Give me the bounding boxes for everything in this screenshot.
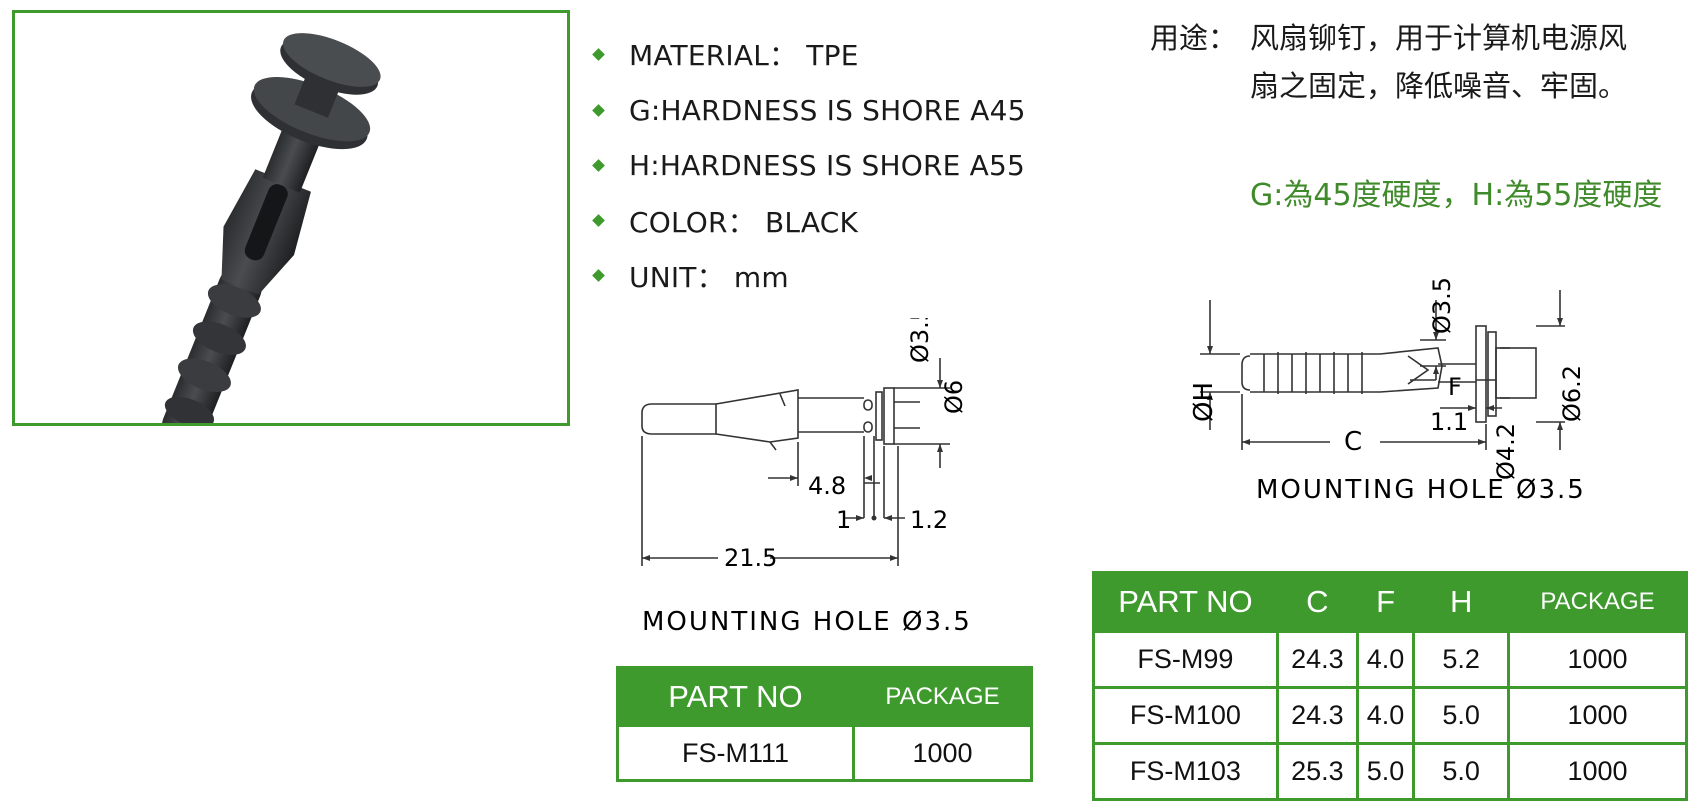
- col-header-f: F: [1355, 571, 1416, 633]
- spec-hardness-g: G:HARDNESS IS SHORE A45: [629, 93, 1026, 127]
- product-photo-frame: [12, 10, 570, 426]
- cell-f: 4.0: [1355, 630, 1416, 689]
- spec-item: COLOR： BLACK: [592, 193, 1026, 248]
- spec-color: COLOR： BLACK: [629, 205, 859, 239]
- col-header-package: PACKAGE: [1507, 571, 1688, 633]
- table-row: FS-M100 24.3 4.0 5.0 1000: [1092, 686, 1688, 745]
- usage-label: 用途：: [1150, 21, 1238, 55]
- mounting-hole-caption: MOUNTING HOLE Ø3.5: [1256, 475, 1586, 505]
- spec-item: H:HARDNESS IS SHORE A55: [592, 138, 1026, 193]
- cell-h: 5.0: [1412, 742, 1511, 801]
- cell-part-no: FS-M100: [1092, 686, 1279, 745]
- spec-unit: UNIT： mm: [629, 260, 789, 294]
- usage-line-1: 风扇铆钉，用于计算机电源风: [1250, 21, 1628, 55]
- cell-part-no: FS-M111: [616, 724, 855, 782]
- diamond-bullet-icon: [592, 159, 605, 172]
- diamond-bullet-icon: [592, 269, 605, 282]
- spec-list: MATERIAL： TPE G:HARDNESS IS SHORE A45 H:…: [592, 26, 1026, 303]
- cell-package: 1000: [1507, 630, 1688, 689]
- cell-h: 5.0: [1412, 686, 1511, 745]
- spec-item: G:HARDNESS IS SHORE A45: [592, 82, 1026, 138]
- col-header-part-no: PART NO: [1092, 571, 1279, 633]
- dim-d35: Ø3.5: [906, 318, 934, 363]
- cell-f: 4.0: [1355, 686, 1416, 745]
- dim-d62: Ø6.2: [1558, 365, 1586, 422]
- diamond-bullet-icon: [592, 47, 605, 61]
- rivet-photo: [161, 33, 381, 423]
- cell-c: 25.3: [1275, 742, 1359, 801]
- spec-material: MATERIAL： TPE: [629, 39, 859, 72]
- spec-hardness-h: H:HARDNESS IS SHORE A55: [629, 149, 1026, 182]
- dim-21-5: 21.5: [724, 544, 777, 572]
- col-header-c: C: [1275, 571, 1359, 633]
- diamond-bullet-icon: [592, 214, 605, 227]
- cell-package: 1000: [851, 724, 1034, 782]
- diamond-bullet-icon: [592, 103, 605, 117]
- col-header-h: H: [1412, 571, 1511, 633]
- table-row: FS-M111 1000: [616, 724, 1034, 782]
- dim-d6: Ø6: [940, 380, 968, 414]
- cell-c: 24.3: [1275, 686, 1359, 745]
- dim-1: 1: [836, 506, 851, 534]
- table-row: FS-M99 24.3 4.0 5.2 1000: [1092, 630, 1688, 689]
- hardness-note: G:為45度硬度，H:為55度硬度: [1250, 178, 1663, 213]
- dim-1-2: 1.2: [910, 506, 948, 534]
- dim-dh: ØH: [1189, 382, 1219, 422]
- drawing-fs-m111: Ø3.5 Ø6 4.8 1 1.2 21.5 MOUNTING HOLE Ø3.…: [641, 318, 972, 637]
- usage-description: 用途： 风扇铆钉，用于计算机电源风 扇之固定，降低噪音、牢固。: [1150, 14, 1627, 110]
- cell-package: 1000: [1507, 686, 1688, 745]
- dim-4-8: 4.8: [808, 472, 846, 500]
- mounting-hole-caption: MOUNTING HOLE Ø3.5: [642, 607, 972, 637]
- col-header-part-no: PART NO: [616, 666, 855, 727]
- dim-c: C: [1344, 427, 1362, 457]
- table-row: FS-M103 25.3 5.0 5.0 1000: [1092, 742, 1688, 801]
- parts-table-fs-m-series: PART NO C F H PACKAGE FS-M99 24.3 4.0 5.…: [1092, 571, 1688, 801]
- spec-item: MATERIAL： TPE: [592, 26, 1026, 82]
- usage-line-2: 扇之固定，降低噪音、牢固。: [1250, 69, 1628, 103]
- spec-item: UNIT： mm: [592, 248, 1026, 303]
- cell-h: 5.2: [1412, 630, 1511, 689]
- dim-f: F: [1448, 373, 1462, 401]
- cell-c: 24.3: [1275, 630, 1359, 689]
- parts-table-fs-m111: PART NO PACKAGE FS-M111 1000: [616, 666, 1034, 782]
- dim-1-1: 1.1: [1430, 408, 1468, 436]
- cell-part-no: FS-M103: [1092, 742, 1279, 801]
- dim-d42: Ø4.2: [1492, 423, 1520, 480]
- cell-package: 1000: [1507, 742, 1688, 801]
- cell-part-no: FS-M99: [1092, 630, 1279, 689]
- drawing-fs-m99-series: ØH Ø3.5 Ø6.2 Ø4.2 F 1.1 C MOUNTING HOLE …: [1189, 277, 1586, 505]
- col-header-package: PACKAGE: [851, 666, 1034, 727]
- cell-f: 5.0: [1355, 742, 1416, 801]
- dim-d35: Ø3.5: [1428, 277, 1456, 334]
